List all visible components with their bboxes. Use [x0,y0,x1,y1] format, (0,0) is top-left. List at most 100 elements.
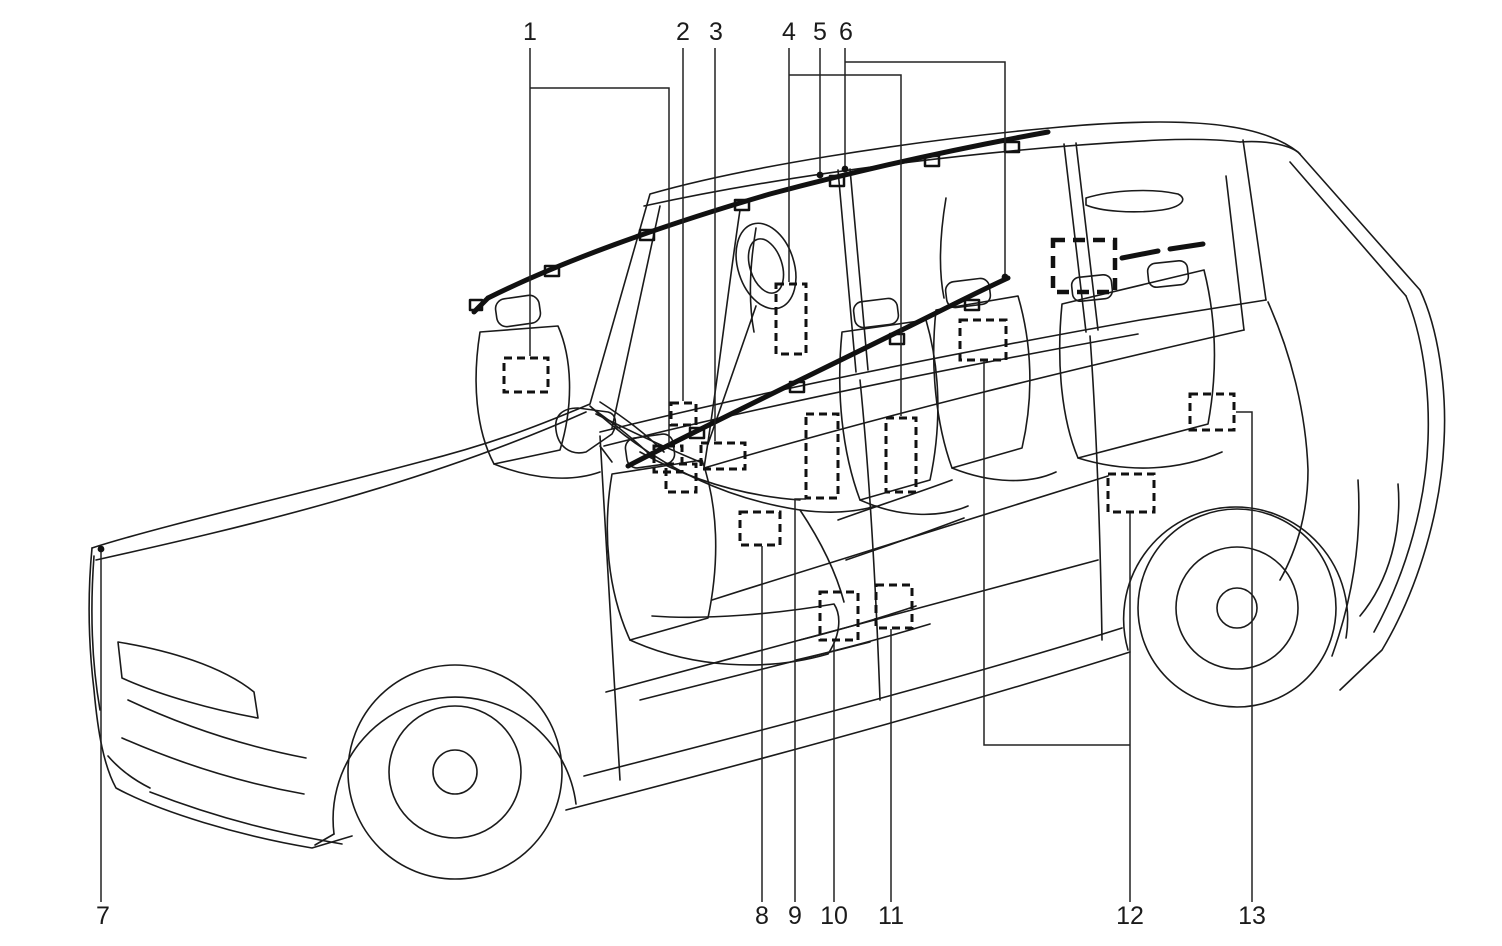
fog-lamp-line [107,755,151,789]
side-mirror [554,407,617,454]
instrument-hood [639,451,801,501]
car-line-art [88,121,1446,880]
marker-4 [774,282,808,356]
callout-label-8: 8 [755,902,769,930]
a-pillar-far [703,209,741,469]
front-bumper-line [149,791,343,845]
second-row-right-headrest [944,277,992,309]
marker-9 [804,412,840,500]
hood-line [95,411,587,561]
leader-dot-6b [1001,273,1009,281]
rear-wheel-hub [1216,587,1258,629]
leader-lines [100,48,1253,902]
third-row-seatback [1058,269,1216,459]
rear-door-trailing-edge [1089,335,1103,641]
floor-line [711,475,1109,601]
leader-12b [983,361,1130,746]
second-row-left-cushion [859,499,969,516]
callout-label-10: 10 [820,902,848,930]
component-markers [502,237,1236,642]
leader-dot-6 [841,165,849,173]
driver-headrest [624,433,676,469]
front-fascia-outline [88,547,353,849]
front-door-leading-edge [599,435,621,781]
roof-rail-near [643,138,1241,207]
callout-label-11: 11 [878,902,904,930]
callout-label-12: 12 [1116,902,1144,930]
callout-label-5: 5 [813,18,827,46]
curtain-airbag-far [625,275,1011,469]
dashboard-line [589,405,877,513]
marker-3 [699,441,747,471]
marker-column-b [664,462,698,494]
console-line-1 [837,479,953,521]
callout-label-4: 4 [782,18,796,46]
marker-2 [669,401,698,427]
third-row-cushion [1077,451,1223,469]
curtain-airbag-near [485,129,1051,301]
marker-curtain-rear [1050,237,1118,295]
headlight [117,641,259,719]
front-wheel-tire [347,664,563,880]
leader-dots [97,165,1009,553]
callout-label-3: 3 [709,18,723,46]
rear-wheel-rim [1175,546,1299,670]
beltline-far [703,329,1245,469]
callout-label-6: 6 [839,18,853,46]
grille-line-1 [127,699,307,759]
leader-1b [530,87,670,444]
driver-cushion [629,603,840,666]
curtain-mount-tabs [468,140,1021,440]
cargo-area-line [1267,301,1309,581]
callout-label-13: 13 [1238,902,1266,930]
rear-wheel-tire [1137,508,1337,708]
center-console [799,509,845,603]
callout-labels: 1 2 3 4 5 6 7 8 9 10 11 12 13 [96,18,1266,930]
a-pillar-inner [611,205,661,429]
marker-11 [874,583,914,630]
rear-wheel-arch [1122,506,1349,651]
third-row-headrest-b [1146,259,1190,289]
side-mirror-stalk [599,445,613,463]
roof-cutout [1085,189,1184,213]
leader-9 [794,498,806,902]
driver-seatback [606,459,717,641]
spoiler-underside [1239,140,1301,155]
body-silhouette [91,121,1446,691]
wiper-line [595,413,701,463]
front-passenger-headrest [494,294,542,328]
curtain-airbag-rear-segment-1 [1119,248,1161,261]
seatbelt-front [749,227,757,333]
leader-13 [1236,411,1253,902]
second-row-right-cushion [951,467,1057,482]
curtain-airbag-lines [468,129,1206,469]
steering-wheel-outer [735,222,797,310]
d-pillar [1242,139,1267,301]
marker-4b [884,416,918,494]
front-wheel-rim [388,705,522,839]
front-wheel-hub [432,749,478,795]
front-passenger-cushion [493,463,601,479]
front-door-trailing-edge [859,379,881,701]
leader-4b [789,74,902,416]
callout-label-1: 1 [523,18,537,46]
grille-line-2 [121,737,305,795]
second-row-left-headrest [852,297,900,329]
front-wheel-arch [332,696,577,835]
rocker-line [583,627,1123,777]
steering-wheel-inner [747,238,785,294]
seat-rail-2 [795,623,931,661]
leader-dot-5 [816,171,824,179]
marker-10 [818,590,860,642]
quarter-pillar-far [1225,175,1245,331]
callout-label-9: 9 [788,902,802,930]
third-row-headrest-a [1070,273,1114,303]
marker-8 [738,510,782,547]
rear-quarter-line [1331,479,1360,657]
far-rear-wheel-hint [1359,483,1400,617]
marker-12b [1106,472,1156,514]
nose-contour [91,555,101,711]
marker-12a [958,318,1008,362]
callout-label-7: 7 [96,902,110,930]
